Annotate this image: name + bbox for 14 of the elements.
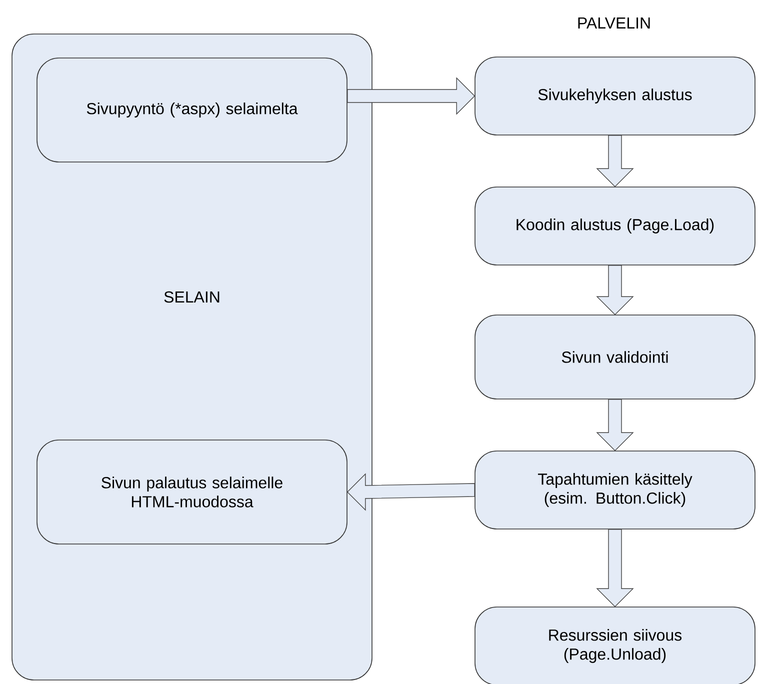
block-arrow bbox=[596, 399, 634, 452]
process-box: Tapahtumien käsittely (esim. Button.Click) bbox=[474, 450, 756, 530]
process-box: Sivukehyksen alustus bbox=[474, 56, 756, 136]
process-box: Sivupyyntö (*aspx) selaimelta bbox=[36, 58, 348, 162]
block-arrow bbox=[596, 265, 634, 316]
block-arrow bbox=[596, 529, 634, 608]
process-box: Sivun validointi bbox=[474, 314, 756, 400]
block-arrow bbox=[596, 135, 634, 188]
process-box: Sivun palautus selaimelle HTML-muodossa bbox=[36, 440, 348, 544]
heading-label: PALVELIN bbox=[578, 18, 650, 28]
process-box: Resurssien siivous (Page.Unload) bbox=[474, 606, 756, 684]
block-arrow bbox=[347, 77, 476, 115]
block-arrow bbox=[346, 473, 475, 511]
process-box: Koodin alustus (Page.Load) bbox=[474, 186, 756, 266]
